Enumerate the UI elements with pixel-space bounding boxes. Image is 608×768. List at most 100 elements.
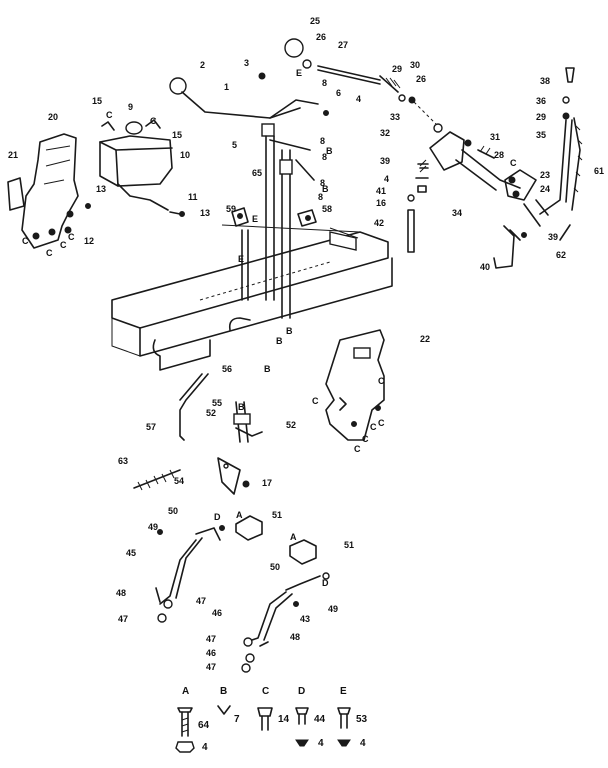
- callout-8e: 8: [318, 192, 323, 202]
- callout-21: 21: [8, 150, 18, 160]
- callout-52b: 52: [286, 420, 296, 430]
- callout-42: 42: [374, 218, 384, 228]
- callout-11: 11: [188, 192, 198, 202]
- right-linkage: [407, 67, 583, 269]
- mark-b-4: B: [276, 336, 283, 346]
- callout-9: 9: [128, 102, 133, 112]
- callout-30: 30: [410, 60, 420, 70]
- callout-29: 29: [392, 64, 402, 74]
- callout-62: 62: [556, 250, 566, 260]
- legend-clip-b: [217, 705, 231, 715]
- callout-57: 57: [146, 422, 156, 432]
- frame: [111, 224, 393, 371]
- callout-15a: 15: [92, 96, 102, 106]
- legend-bolt-e: [337, 707, 351, 747]
- mark-e-top: E: [296, 68, 302, 78]
- callout-39a: 39: [380, 156, 390, 166]
- callout-39b: 39: [548, 232, 558, 242]
- callout-43: 43: [300, 614, 310, 624]
- letter-marks: E C C C C C C C E E B B B B B B C C C C …: [22, 68, 517, 588]
- callout-51b: 51: [344, 540, 354, 550]
- callout-17: 17: [262, 478, 272, 488]
- callout-13a: 13: [96, 184, 106, 194]
- callout-3: 3: [244, 58, 249, 68]
- left-panel: [7, 133, 91, 249]
- legend-d-nut: 4: [318, 738, 324, 749]
- callout-49b: 49: [328, 604, 338, 614]
- callout-47c: 47: [206, 634, 216, 644]
- callout-54: 54: [174, 476, 184, 486]
- callout-8b: 8: [320, 136, 325, 146]
- legend-c-letter: C: [262, 686, 269, 697]
- callout-16: 16: [376, 198, 386, 208]
- mark-d-1: D: [214, 512, 221, 522]
- mark-c-panel1: C: [22, 236, 29, 246]
- callout-28: 26: [416, 74, 426, 84]
- mark-c-plate5: C: [354, 444, 361, 454]
- mark-c-plate6: C: [378, 418, 385, 428]
- callout-47d: 47: [206, 662, 216, 672]
- hardware-legend: [175, 705, 351, 753]
- callout-27: 27: [338, 40, 348, 50]
- legend-e-nut: 4: [360, 738, 366, 749]
- bracket-plate-22: [325, 329, 385, 441]
- mark-c-panel3: C: [60, 240, 67, 250]
- legend-d-letter: D: [298, 686, 305, 697]
- callout-41: 41: [376, 186, 386, 196]
- callout-22: 22: [420, 334, 430, 344]
- mark-a-1: A: [236, 510, 243, 520]
- callout-23: 23: [540, 170, 550, 180]
- callout-52a: 52: [206, 408, 216, 418]
- callout-10: 10: [180, 150, 190, 160]
- callout-40: 40: [480, 262, 490, 272]
- callout-29b: 29: [536, 112, 546, 122]
- callout-56: 56: [222, 364, 232, 374]
- legend-d-part: 44: [314, 714, 326, 725]
- callout-46a: 46: [212, 608, 222, 618]
- legend-b-letter: B: [220, 686, 227, 697]
- callout-2: 2: [200, 60, 205, 70]
- mark-b-3: B: [286, 326, 293, 336]
- callout-58: 58: [322, 204, 332, 214]
- legend-a-nut: 4: [202, 742, 208, 753]
- callout-20: 20: [48, 112, 58, 122]
- callout-45: 45: [126, 548, 136, 558]
- legend-bolt-a: [175, 707, 195, 753]
- callout-15b: 15: [172, 130, 182, 140]
- mark-e-center: E: [252, 214, 258, 224]
- callout-46b: 46: [206, 648, 216, 658]
- callout-25: 25: [310, 16, 320, 26]
- callout-59: 59: [226, 204, 236, 214]
- callout-5: 5: [232, 140, 237, 150]
- mark-c-panel2: C: [46, 248, 53, 258]
- callout-31: 31: [490, 132, 500, 142]
- mark-b-5: B: [264, 364, 271, 374]
- callout-48a: 48: [116, 588, 126, 598]
- legend-b-part: 7: [234, 714, 240, 725]
- lower-right-linkage: [241, 539, 330, 673]
- callout-34: 34: [452, 208, 462, 218]
- callout-1: 1: [224, 82, 229, 92]
- legend-c-part: 14: [278, 714, 290, 725]
- legend-a-part: 64: [198, 720, 210, 731]
- mark-b-1: B: [326, 146, 333, 156]
- mark-e-left: E: [238, 254, 244, 264]
- callout-50b: 50: [270, 562, 280, 572]
- legend-pin-c: [257, 707, 273, 731]
- lower-left-linkage: [155, 515, 263, 623]
- callout-12: 12: [84, 236, 94, 246]
- callout-51a: 51: [272, 510, 282, 520]
- mark-b-6: B: [238, 402, 245, 412]
- callout-8d: 8: [320, 178, 325, 188]
- callout-26: 26: [316, 32, 326, 42]
- legend-e-part: 53: [356, 714, 368, 725]
- callout-63: 63: [118, 456, 128, 466]
- legend-labels: A 64 4 B 7 C 14 D 44 4 E 53 4: [182, 686, 368, 753]
- center-brackets: [231, 207, 317, 227]
- callout-labels: 25 26 27 2 3 1 29 30 26 38 36 29 35 61 8…: [8, 16, 604, 672]
- callout-4a: 4: [356, 94, 361, 104]
- callout-61: 61: [594, 166, 604, 176]
- callout-33: 33: [390, 112, 400, 122]
- callout-24: 24: [540, 184, 550, 194]
